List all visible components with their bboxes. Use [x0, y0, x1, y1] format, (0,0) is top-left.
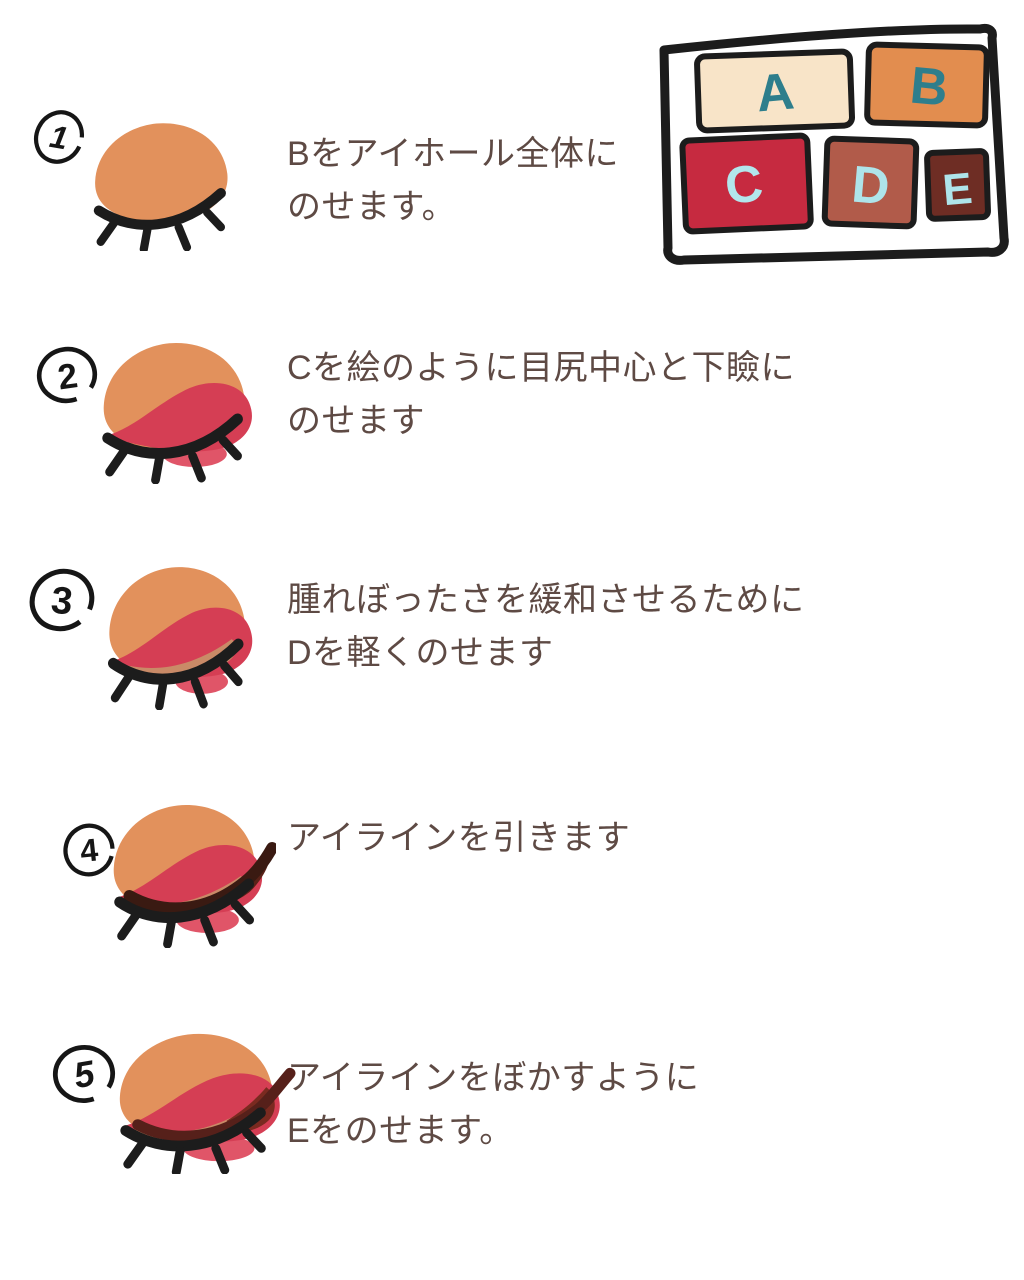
step-5-instruction: アイラインをぼかすように Eをのせます。 [287, 1052, 699, 1158]
swatch-a-label: A [754, 62, 796, 123]
step-4-number: 4 [78, 831, 100, 869]
swatch-e-label: E [941, 164, 975, 215]
step-5-number: 5 [71, 1052, 99, 1096]
step-2-eye-illustration [102, 343, 252, 484]
eyeshadow-base [95, 123, 228, 222]
lash-line [102, 413, 243, 459]
lash-line [114, 878, 255, 923]
swatch-d-label: D [850, 156, 892, 217]
step-1-number-badge: 1 [33, 110, 85, 164]
lash-line [108, 638, 244, 685]
step-1-eye-illustration [93, 123, 228, 251]
step-3-number-badge: 3 [29, 568, 95, 632]
swatch-b-pan [864, 41, 990, 129]
step-5-line-2: Eをのせます。 [287, 1112, 514, 1150]
step-3-line-2: Dを軽くのせます [287, 634, 554, 672]
badge-circle [36, 346, 98, 404]
swatch-d-pan [821, 135, 920, 230]
palette-swatch-d: D [821, 135, 920, 230]
lashes [110, 660, 243, 710]
palette-swatch-e: E [924, 148, 991, 222]
step-2-instruction: Cを絵のように目尻中心と下瞼に のせます [287, 342, 795, 448]
step-4-instruction: アイラインを引きます [287, 812, 630, 865]
step-4-line-1: アイラインを引きます [287, 819, 631, 857]
palette-swatch-b: B [864, 41, 990, 129]
swatch-e-pan [924, 148, 991, 222]
step-1-line-2: のせます。 [287, 188, 457, 226]
step-3-eye-illustration [108, 567, 253, 710]
step-3-instruction: 腫れぼったさを緩和させるために Dを軽くのせます [287, 574, 805, 680]
step-3-line-1: 腫れぼったさを緩和させるために [287, 581, 805, 619]
step-5-line-1: アイラインをぼかすように [287, 1059, 700, 1097]
badge-circle [29, 568, 95, 632]
step-5-eye-illustration [119, 1033, 296, 1174]
lashes [117, 899, 255, 948]
step-1-line-1: Bをアイホール全体に [287, 135, 619, 173]
swatch-c-pan [679, 132, 814, 235]
swatch-b-label: B [908, 56, 951, 117]
lashes [96, 208, 226, 251]
lash-line [120, 1107, 266, 1152]
swatch-c-label: C [722, 154, 766, 216]
step-1-number: 1 [47, 118, 71, 157]
palette-swatch-c: C [679, 132, 814, 235]
palette-swatch-a: A [694, 48, 856, 134]
step-2-number: 2 [55, 356, 80, 397]
step-5-number-badge: 5 [52, 1045, 116, 1103]
step-4-eye-illustration [113, 805, 276, 948]
eyeshadow-palette: A B C D E [659, 23, 1009, 265]
step-1-instruction: Bをアイホール全体に のせます。 [287, 128, 619, 234]
swatch-a-pan [694, 48, 856, 134]
step-2-line-1: Cを絵のように目尻中心と下瞼に [287, 349, 796, 387]
step-2-line-2: のせます [287, 402, 425, 440]
lash-line [93, 188, 226, 230]
lashes [105, 435, 242, 484]
step-3-number: 3 [49, 579, 75, 624]
badge-circle [52, 1045, 116, 1103]
step-4-number-badge: 4 [63, 823, 115, 877]
step-2-number-badge: 2 [36, 346, 98, 404]
badge-circle [63, 823, 115, 877]
lashes [123, 1128, 266, 1174]
